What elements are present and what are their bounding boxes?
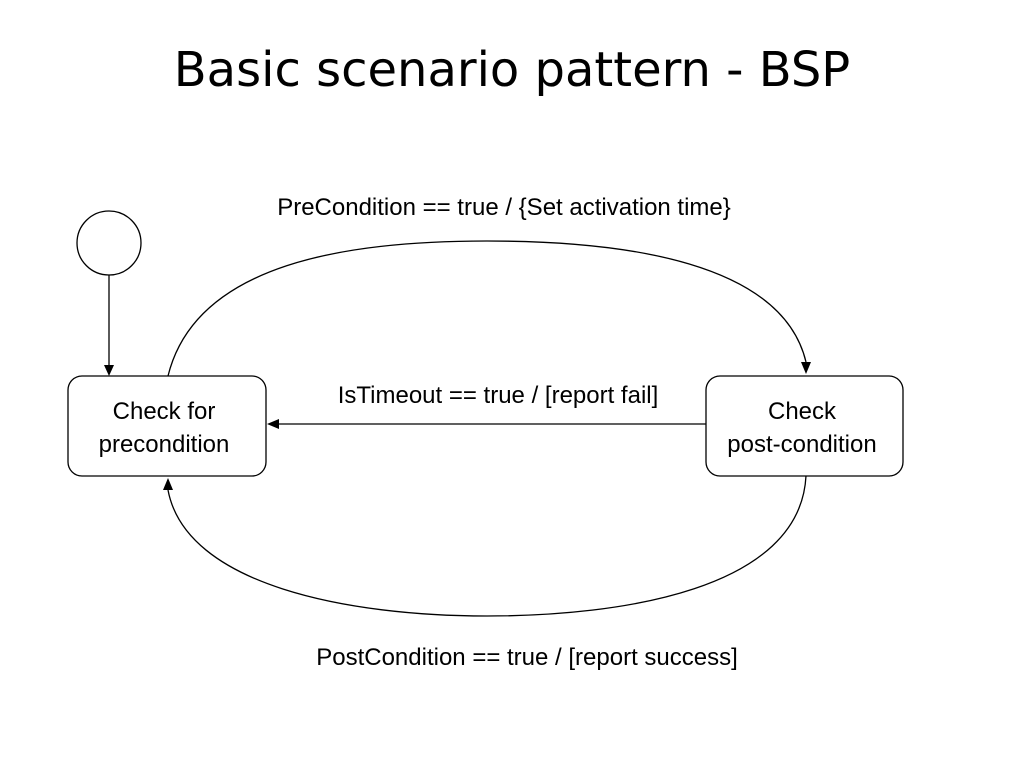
state-check-postcondition-box xyxy=(705,375,904,477)
state-check-postcondition-label-line1: Check xyxy=(768,398,837,425)
state-check-precondition-label-line2: precondition xyxy=(99,431,230,458)
transition-precondition-met-arrowhead xyxy=(801,362,811,374)
transition-precondition-met-label: PreCondition == true / {Set activation t… xyxy=(277,194,731,221)
transition-precondition-met-arc xyxy=(167,240,807,377)
transition-postcondition-met-arrowhead xyxy=(163,478,173,490)
state-check-postcondition: Check post-condition xyxy=(705,375,904,477)
state-check-precondition-box xyxy=(67,375,267,477)
transition-postcondition-met-arc xyxy=(167,475,807,617)
transition-postcondition-met-label: PostCondition == true / [report success] xyxy=(316,644,738,671)
initial-state-circle xyxy=(76,210,142,276)
transition-timeout-label: IsTimeout == true / [report fail] xyxy=(338,382,659,409)
slide-title: Basic scenario pattern - BSP xyxy=(173,42,851,98)
state-check-precondition: Check for precondition xyxy=(67,375,267,477)
state-check-postcondition-label-line2: post-condition xyxy=(727,431,876,458)
initial-transition-arrowhead xyxy=(104,365,114,376)
transition-timeout-arrowhead xyxy=(267,419,279,429)
state-check-precondition-label-line1: Check for xyxy=(113,398,216,425)
